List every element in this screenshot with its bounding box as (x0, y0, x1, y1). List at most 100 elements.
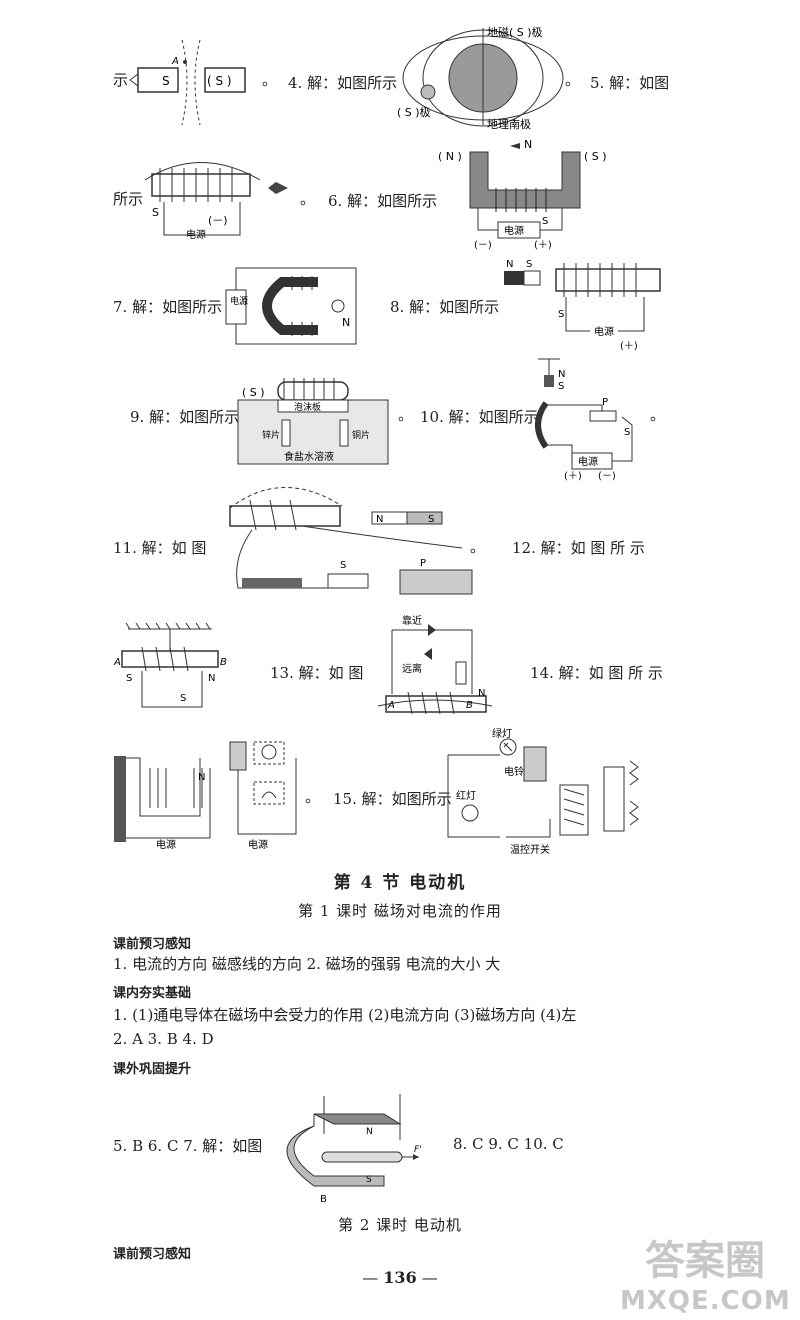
in-class-answers-2: 2. A 3. B 4. D (113, 1030, 214, 1048)
hanging-electromagnet-figure: A B S N S (113, 622, 227, 708)
foam-label: 泡沫板 (294, 401, 321, 413)
compass-label: ( S )极 (397, 105, 431, 119)
q5-answer-prefix: 所示 (113, 190, 144, 208)
source1-label: 电源 (156, 838, 176, 851)
q4-label: 4. 解：如图所示 (288, 74, 398, 92)
in-class-header: 课内夯实基础 (113, 986, 192, 1001)
source-b-label: 电源 (504, 224, 524, 237)
far-label: 远离 (402, 662, 422, 675)
f-label: F' (414, 1145, 422, 1155)
magnet-field-figure: S ( S ) A (129, 39, 246, 126)
relay-circuit-figure: 电源 电源 N (114, 741, 297, 851)
pre-study-header: 课前预习感知 (113, 937, 192, 952)
source2-label: 电源 (248, 838, 268, 851)
period: 。 (650, 406, 666, 424)
q5-label: 5. 解：如图 (590, 74, 670, 92)
switch-label: S (180, 693, 186, 704)
switch-label: S (340, 560, 346, 571)
p-label: P (420, 558, 426, 569)
near-label: 靠近 (402, 614, 422, 627)
watermark-logo: 答案圈 MXQE.COM (620, 1228, 790, 1316)
pre-study-answers: 1. 电流的方向 磁感线的方向 2. 磁场的强弱 电流的大小 大 (113, 955, 501, 973)
magnet-s-label: S (428, 514, 434, 525)
q10-label: 10. 解：如图所示 (420, 408, 539, 426)
q13-label: 13. 解：如 图 (270, 664, 364, 682)
plus-b-label: (＋) (534, 240, 552, 251)
n-small-label: N (506, 259, 513, 270)
q12-label: 12. 解：如 图 所 示 (512, 539, 645, 557)
arrow-n-label: N (524, 138, 532, 151)
s-label: S (366, 1175, 372, 1185)
period: 。 (565, 71, 581, 89)
temperature-alarm-figure: 绿灯 电铃 红灯 温控开关 (447, 727, 639, 856)
circuit-rheostat-figure: N S S P (229, 487, 473, 595)
n-label: N (198, 772, 205, 783)
watermark-bottom: MXQE.COM (620, 1286, 791, 1316)
red-label: 红灯 (456, 789, 476, 802)
point-a-label: A (171, 56, 179, 67)
b-label: B (320, 1194, 327, 1205)
q14-label: 14. 解：如 图 所 示 (530, 664, 663, 682)
in-class-answers-1: 1. (1)通电导体在磁场中会受力的作用 (2)电流方向 (3)磁场方向 (4)… (113, 1006, 577, 1024)
p-label: P (602, 397, 608, 408)
source-label: 电源 (578, 455, 598, 468)
solenoid-figure: S (－) 电源 (144, 162, 288, 241)
magnet-right-label: ( S ) (207, 74, 232, 88)
q8-label: 8. 解：如图所示 (390, 298, 500, 316)
period: 。 (300, 190, 316, 208)
earth-top-label: 地磁( S )极 (487, 25, 543, 39)
after-class-header: 课外巩固提升 (113, 1062, 192, 1077)
n-label: N (558, 369, 565, 380)
period: 。 (262, 71, 278, 89)
source-label: 电源 (186, 228, 206, 241)
q3-answer-prefix: 示 (113, 71, 129, 89)
lesson2-title: 第 2 课时 电动机 (338, 1216, 462, 1234)
magnet-n-label: N (376, 514, 383, 525)
q6-label: 6. 解：如图所示 (328, 192, 438, 210)
page-number: — 136 — (362, 1268, 438, 1287)
after-class-answers-left: 5. B 6. C 7. 解：如图 (113, 1137, 263, 1155)
s-label: S (126, 673, 132, 684)
bell-label: 电铃 (504, 765, 524, 778)
plus-label: (＋) (620, 341, 638, 352)
magnet-force-figure: N S B F' (286, 1094, 422, 1205)
spring-solenoid-figure: N S P S 电源 (＋) (－) (535, 358, 633, 482)
s-small-label: S (526, 259, 532, 270)
period: 。 (398, 406, 414, 424)
q11-label: 11. 解：如 图 (113, 539, 207, 557)
saline-label: 食盐水溶液 (284, 450, 334, 463)
earth-bottom-label: 地理南极 (487, 117, 531, 131)
after-class-answers-right: 8. C 9. C 10. C (453, 1135, 564, 1153)
zinc-label: 锌片 (262, 429, 280, 441)
q15-label: 15. 解：如图所示 (333, 790, 452, 808)
green-label: 绿灯 (492, 727, 512, 740)
q7-label: 7. 解：如图所示 (113, 298, 223, 316)
earth-magnetic-figure: 地磁( S )极 地理南极 ( S )极 (397, 25, 564, 131)
magnet-solenoid-figure: N S S 电源 (＋) (504, 259, 661, 352)
lesson1-title: 第 1 课时 磁场对电流的作用 (298, 902, 502, 920)
pole-s-label: ( S ) (242, 386, 265, 399)
n-label: N (366, 1127, 373, 1137)
pole-n-label: ( N ) (438, 150, 462, 163)
b2-label: B (466, 700, 473, 711)
saline-battery-figure: ( S ) 泡沫板 锌片 铜片 食盐水溶液 (237, 378, 389, 465)
switch-label: S (624, 427, 630, 438)
minus-label: (－) (208, 214, 228, 227)
source-label: 电源 (594, 325, 614, 338)
u-electromagnet-figure: ( N ) ( S ) N 电源 (－) (＋) S (438, 138, 607, 251)
lesson2-pre-header: 课前预习感知 (113, 1247, 192, 1262)
switch-label: S (558, 309, 564, 320)
watermark-top: 答案圈 (645, 1238, 765, 1284)
magnet-left-label: S (162, 74, 170, 88)
n2-label: N (478, 688, 485, 699)
switch-label: S (152, 206, 159, 219)
a-label: A (113, 657, 121, 668)
n-label: N (208, 673, 215, 684)
plus-label: (＋) (564, 471, 582, 482)
n-label: N (342, 316, 350, 329)
minus-label: (－) (598, 471, 616, 482)
source-vertical-label: 电源 (230, 295, 248, 307)
switch-b-label: S (542, 216, 548, 227)
minus-b-label: (－) (474, 240, 492, 251)
period: 。 (470, 538, 486, 556)
